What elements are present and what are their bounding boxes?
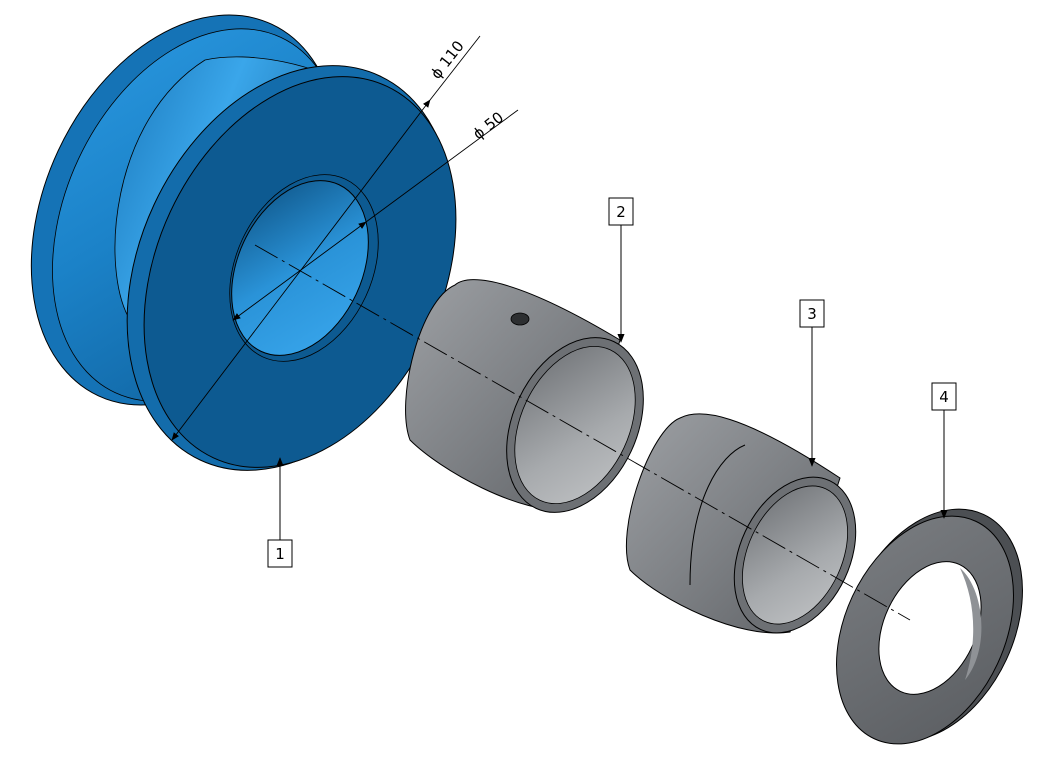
balloon-1: 1: [267, 457, 293, 568]
bushing-2-bore: [514, 345, 636, 505]
bushing-part-2: [405, 279, 644, 513]
bushing-3-bore: [742, 485, 848, 625]
washer-4-hole: [878, 561, 982, 695]
balloon-3: 3: [799, 299, 825, 467]
balloon-2-label: 2: [616, 203, 626, 221]
balloon-4: 4: [931, 382, 957, 519]
washer-4-hole-shade: [960, 568, 982, 680]
balloon-4-label: 4: [939, 388, 949, 406]
balloon-2: 2: [608, 197, 634, 343]
balloon-1-label: 1: [275, 545, 285, 563]
dimension-inner-diameter-text: ϕ 50: [469, 108, 507, 143]
bushing-part-3: [625, 413, 857, 634]
balloon-3-label: 3: [807, 305, 817, 323]
washer-part-4: [836, 508, 1023, 745]
bushing-2-lube-hole: [510, 312, 530, 326]
bushing-3-step-line: [689, 444, 746, 586]
